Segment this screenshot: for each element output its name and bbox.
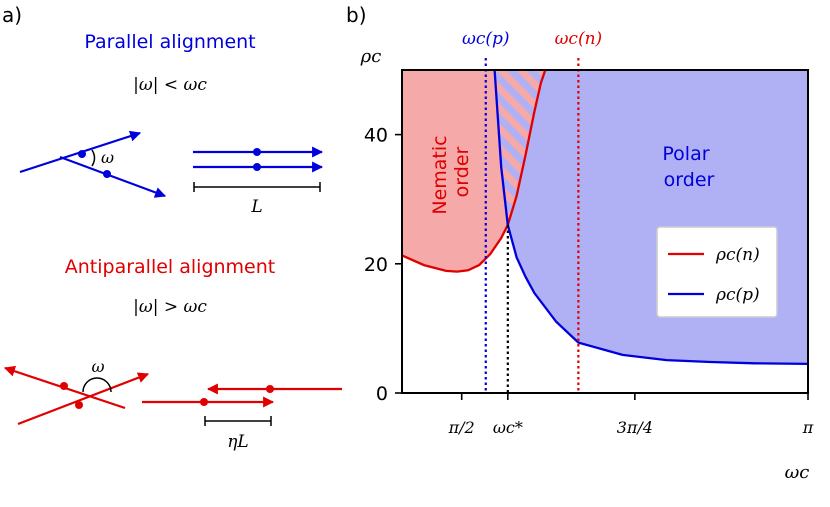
- antiparallel-angle-label: ω: [91, 357, 104, 376]
- x-tick-label: π: [802, 418, 814, 437]
- panel-b-label: b): [346, 3, 367, 27]
- parallel-aligned-arrows: L: [193, 146, 324, 217]
- parallel-length-label: L: [250, 197, 262, 217]
- legend-n-label: ρc(n): [715, 245, 760, 265]
- parallel-condition: |ω| < ωc: [133, 75, 207, 95]
- rho-c-p-curve: [493, 69, 809, 366]
- plot-frame: [401, 69, 809, 394]
- antiparallel-length-label: ηL: [227, 432, 248, 452]
- omega-c-n-marker: ωc(n): [555, 29, 603, 49]
- polar-order-label: Polar order: [662, 143, 715, 191]
- antiparallel-crossing-arrows: ω: [3, 357, 150, 426]
- antiparallel-aligned-arrows: ηL: [142, 383, 342, 452]
- phase-diagram: 0 20 40 π/2 ωc* 3π/4 π ωc(p) ωc(n) ρc ωc Nema…: [360, 29, 814, 483]
- polar-label-line2: order: [664, 169, 715, 191]
- nematic-label-line1: Nematic: [429, 135, 451, 214]
- nematic-label-line2: order: [451, 146, 473, 197]
- coexistence-hatched-region: [494, 70, 546, 225]
- x-axis-label: ωc: [785, 462, 810, 483]
- parallel-title: Parallel alignment: [84, 31, 255, 53]
- y-tick-label: 20: [364, 254, 388, 276]
- y-axis-ticks: 0 20 40: [364, 125, 402, 405]
- y-tick-label: 40: [364, 125, 388, 147]
- parallel-angle-label: ω: [101, 148, 114, 167]
- parallel-crossing-arrows: ω: [19, 130, 167, 198]
- polar-label-line1: Polar: [662, 143, 709, 165]
- antiparallel-condition: |ω| > ωc: [133, 297, 207, 317]
- legend: ρc(n) ρc(p): [656, 226, 778, 318]
- x-tick-label: ωc*: [493, 418, 523, 437]
- y-tick-label: 0: [376, 383, 388, 405]
- nematic-order-label: Nematic order: [429, 129, 473, 214]
- omega-c-p-marker: ωc(p): [462, 29, 510, 49]
- y-axis-label: ρc: [360, 46, 382, 67]
- x-tick-label: 3π/4: [617, 418, 653, 437]
- x-axis-ticks: π/2 ωc* 3π/4 π: [448, 393, 814, 437]
- panel-a-label: a): [2, 3, 22, 27]
- legend-p-label: ρc(p): [715, 285, 760, 305]
- x-tick-label: π/2: [448, 418, 475, 437]
- rho-c-n-curve: [401, 69, 547, 273]
- antiparallel-title: Antiparallel alignment: [65, 256, 275, 278]
